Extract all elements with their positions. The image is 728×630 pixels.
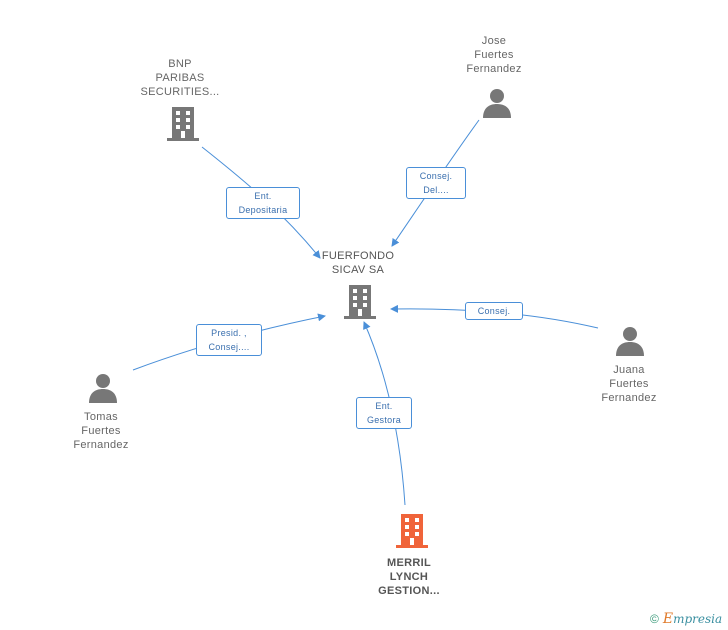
node-label-bnp: BNP PARIBAS SECURITIES... [140,58,220,98]
node-label-merril: MERRIL LYNCH GESTION... [378,557,440,597]
edge-label-jose[interactable]: Consej. Del.... [406,167,466,199]
footer-watermark: © Empresia [650,610,722,628]
edge-label-bnp[interactable]: Ent. Depositaria [226,187,300,219]
node-label-juana: Juana Fuertes Fernandez [601,364,657,404]
brand-initial: E [662,611,674,627]
copyright-icon: © [650,612,659,626]
brand-logo[interactable]: Empresia [663,611,722,627]
person-icon[interactable] [482,88,512,118]
person-icon[interactable] [615,326,645,356]
edge-label-juana[interactable]: Consej. [465,302,523,320]
edge-label-tomas[interactable]: Presid. , Consej.... [196,324,262,356]
node-label-fuerfondo: FUERFONDO SICAV SA [321,250,395,276]
building-icon[interactable] [396,514,428,548]
edge-label-merril[interactable]: Ent. Gestora [356,397,412,429]
person-icon[interactable] [88,373,118,403]
building-icon[interactable] [344,285,376,319]
node-label-tomas: Tomas Fuertes Fernandez [73,411,129,451]
node-label-jose: Jose Fuertes Fernandez [466,35,522,75]
brand-name: mpresia [673,612,723,626]
building-icon[interactable] [167,107,199,141]
